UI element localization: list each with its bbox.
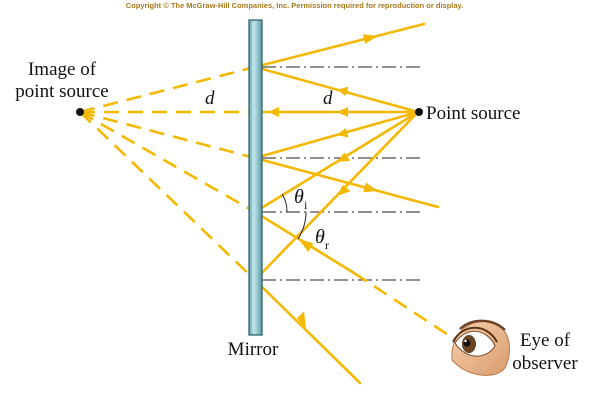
- theta-incident-subscript: i: [304, 198, 308, 212]
- incident-angle-arc: [281, 193, 288, 213]
- virtual-rays: [79, 65, 463, 346]
- reflected-angle-arc: [297, 211, 307, 240]
- image-label-line2: point source: [15, 81, 108, 102]
- distance-label-right: d: [323, 88, 333, 109]
- extended-ray-to-eye: [353, 271, 463, 346]
- ray-arrowheads: [268, 34, 378, 330]
- arrow-reflected-4: [297, 311, 306, 330]
- arrow-incident-4: [337, 152, 351, 162]
- point-source-dot: [415, 108, 423, 116]
- mirror-label: Mirror: [228, 339, 279, 360]
- arrow-incident-1: [337, 86, 349, 96]
- arrow-reflected-2: [363, 182, 378, 193]
- arrow-reflected-1: [362, 34, 378, 44]
- distance-label-left: d: [205, 88, 215, 109]
- image-label-line1: Image of: [28, 59, 97, 80]
- arrow-incident-2: [337, 107, 348, 117]
- theta-reflected-symbol: θ: [315, 226, 325, 248]
- copyright-notice: Copyright © The McGraw-Hill Companies, I…: [125, 1, 464, 10]
- eye-label-line2: observer: [512, 353, 578, 374]
- arrow-double-right: [268, 107, 279, 117]
- arrow-incident-3: [337, 128, 349, 138]
- eye-icon: [451, 319, 511, 376]
- theta-incident-symbol: θ: [294, 186, 304, 208]
- arrow-reflected-3: [298, 238, 314, 252]
- real-rays: [253, 22, 440, 385]
- angle-arcs: [281, 193, 307, 240]
- eye-label-line1: Eye of: [520, 330, 571, 351]
- mirror: [248, 19, 263, 336]
- image-point: [76, 108, 84, 116]
- normal-lines: [262, 66, 420, 281]
- point-source-label: Point source: [426, 103, 520, 124]
- theta-reflected-subscript: r: [325, 238, 329, 252]
- arrow-incident-5: [337, 185, 351, 196]
